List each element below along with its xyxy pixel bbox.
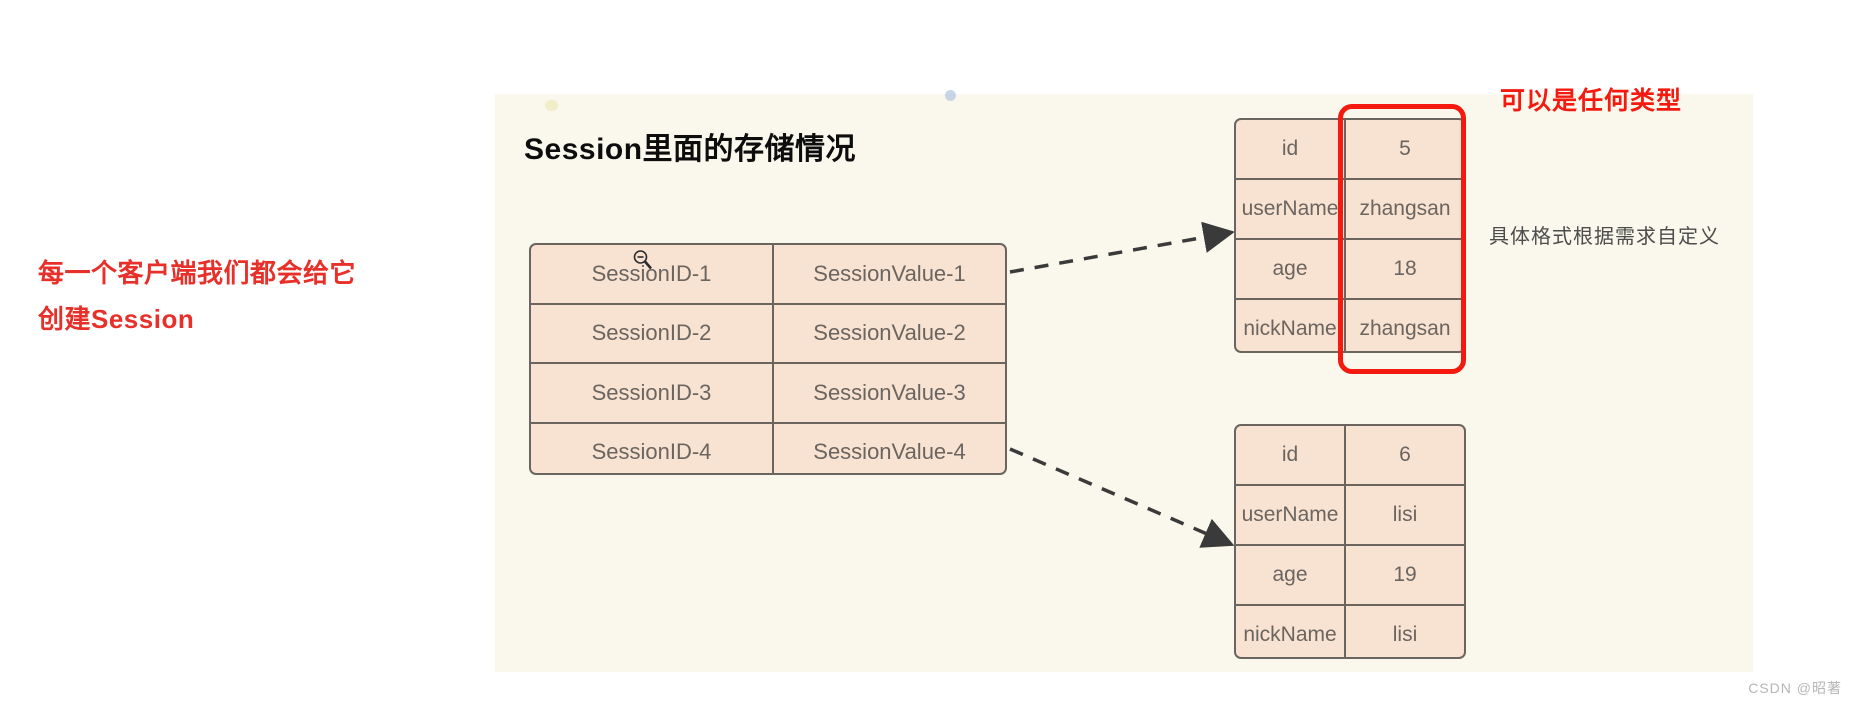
session-value-cell: SessionValue-2 (813, 320, 966, 346)
session-id-cell: SessionID-3 (531, 364, 774, 422)
left-annotation-line-2: 创建Session (38, 304, 195, 334)
session-id-cell: SessionID-2 (531, 304, 774, 362)
format-annotation-text: 具体格式根据需求自定义 (1489, 226, 1720, 248)
user-detail-table-1: id 5 userName zhangsan age 18 nickName z… (1234, 118, 1466, 353)
table-row: age 18 (1236, 238, 1464, 298)
table-row: nickName zhangsan (1236, 298, 1464, 351)
session-value-cell: SessionValue-4 (813, 439, 966, 465)
field-value-cell: 5 (1399, 137, 1411, 160)
field-name-cell: id (1236, 426, 1346, 484)
field-value-cell: 6 (1399, 443, 1411, 466)
field-name-cell: userName (1236, 180, 1346, 238)
table-row: id 5 (1236, 120, 1464, 178)
field-name-cell: id (1236, 120, 1346, 178)
field-name-cell: age (1236, 240, 1346, 298)
table-row: userName zhangsan (1236, 178, 1464, 238)
magnifier-cursor-icon (633, 250, 652, 270)
field-name-cell: age (1236, 546, 1346, 604)
field-value-cell: zhangsan (1359, 317, 1451, 340)
session-id-cell: SessionID-4 (531, 423, 774, 473)
field-value-cell: zhangsan (1359, 197, 1451, 220)
table-row: SessionID-3 SessionValue-3 (531, 362, 1005, 422)
artefact-yellow-dot (545, 100, 558, 111)
field-name-cell: nickName (1236, 300, 1346, 351)
field-value-cell: lisi (1392, 503, 1418, 526)
table-row: id 6 (1236, 426, 1464, 484)
left-annotation-text: 每一个客户端我们都会给它 创建Session (38, 250, 438, 342)
field-value-cell: 19 (1393, 563, 1417, 586)
table-row: userName lisi (1236, 484, 1464, 544)
session-storage-table: SessionID-1 SessionValue-1 SessionID-2 S… (529, 243, 1007, 475)
table-row: age 19 (1236, 544, 1464, 604)
watermark: CSDN @昭著 (1748, 680, 1842, 696)
table-row: SessionID-2 SessionValue-2 (531, 302, 1005, 362)
user-detail-table-2: id 6 userName lisi age 19 nickName lisi (1234, 424, 1466, 659)
table-row: SessionID-1 SessionValue-1 (531, 245, 1005, 303)
session-value-cell: SessionValue-3 (813, 379, 966, 405)
session-id-cell: SessionID-1 (531, 245, 774, 303)
field-value-cell: 18 (1393, 257, 1417, 280)
type-annotation-text: 可以是任何类型 (1500, 87, 1683, 115)
left-annotation-line-1: 每一个客户端我们都会给它 (38, 258, 357, 288)
session-value-cell: SessionValue-1 (813, 260, 966, 286)
table-row: nickName lisi (1236, 604, 1464, 657)
table-row: SessionID-4 SessionValue-4 (531, 421, 1005, 473)
artefact-blue-dot (945, 90, 956, 101)
field-name-cell: userName (1236, 486, 1346, 544)
page-title: Session里面的存储情况 (524, 133, 857, 166)
field-name-cell: nickName (1236, 606, 1346, 657)
field-value-cell: lisi (1392, 623, 1418, 646)
